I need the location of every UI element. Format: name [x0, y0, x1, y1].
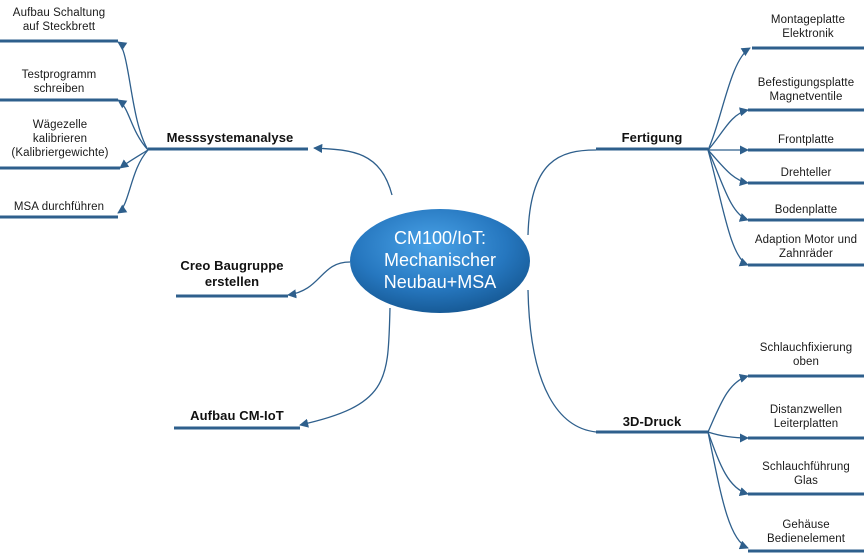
messsystem-child-3: Wägezelle kalibrieren (Kalibriergewichte… [0, 118, 120, 160]
central-topic-line1: CM100/IoT: [393, 228, 487, 248]
messsystem-child-1-line2: auf Steckbrett [22, 21, 96, 33]
central-topic-ellipse [350, 209, 530, 313]
fertigung-child-3-line1: Frontplatte [777, 134, 835, 146]
branch-creo-line1: Creo Baugruppe [180, 258, 284, 273]
druck-child-4: Gehäuse Bedienelement [748, 518, 864, 546]
fertigung-child-2-line2: Magnetventile [769, 91, 843, 103]
messsystem-child-2: Testprogramm schreiben [0, 68, 118, 96]
branch-fertigung: Fertigung [621, 130, 683, 145]
fertigung-child-2-line1: Befestigungsplatte [757, 77, 855, 89]
fertigung-child-1: Montageplatte Elektronik [752, 13, 864, 41]
fertigung-child-5-line1: Bodenplatte [774, 204, 838, 216]
connector-messsystem-child2 [117, 99, 149, 151]
connector-fertigung-child2 [707, 107, 749, 151]
druck-child-2: Distanzwellen Leiterplatten [748, 403, 864, 431]
fertigung-child-1-line1: Montageplatte [770, 14, 846, 26]
druck-child-3: Schlauchführung Glas [748, 460, 864, 488]
messsystem-child-2-line1: Testprogramm [21, 69, 97, 81]
druck-child-4-line2: Bedienelement [766, 533, 846, 545]
fertigung-child-5: Bodenplatte [748, 203, 864, 217]
connector-druck-child3 [707, 431, 749, 496]
messsystem-child-1: Aufbau Schaltung auf Steckbrett [0, 6, 118, 34]
branch-3d-druck: 3D-Druck [622, 414, 682, 429]
messsystem-child-1-line1: Aufbau Schaltung [12, 7, 106, 19]
messsystem-child-3-line3: (Kalibriergewichte) [11, 147, 109, 159]
central-topic: CM100/IoT: Mechanischer Neubau+MSA [350, 212, 530, 308]
connector-center-druck [527, 289, 597, 433]
druck-child-2-line2: Leiterplatten [773, 418, 839, 430]
druck-child-4-line1: Gehäuse [782, 519, 830, 531]
central-topic-line3: Neubau+MSA [383, 272, 497, 292]
fertigung-child-2: Befestigungsplatte Magnetventile [748, 76, 864, 104]
messsystem-child-4-line1: MSA durchführen [13, 201, 105, 213]
fertigung-child-6-line1: Adaption Motor und [754, 234, 858, 246]
connector-center-aufbau [299, 307, 391, 428]
druck-child-3-line2: Glas [793, 475, 819, 487]
branch-creo-baugruppe: Creo Baugruppe erstellen [176, 258, 288, 290]
fertigung-child-4: Drehteller [748, 166, 864, 180]
messsystem-child-4: MSA durchführen [0, 200, 118, 214]
connector-fertigung-child1 [707, 47, 751, 151]
druck-child-1-line2: oben [793, 356, 819, 368]
connector-fertigung-child6 [707, 149, 749, 267]
fertigung-child-4-line1: Drehteller [780, 167, 832, 179]
connector-center-fertigung [527, 149, 597, 236]
connector-messsystem-child4 [117, 149, 149, 214]
druck-child-1: Schlauchfixierung oben [748, 341, 864, 369]
connector-fertigung-child4 [707, 149, 749, 186]
druck-child-3-line1: Schlauchführung [762, 461, 850, 473]
connectors [117, 41, 751, 550]
underlines [0, 39, 864, 553]
branch-messsystemanalyse: Messsystemanalyse [166, 130, 294, 145]
connector-center-messsystem [313, 143, 393, 196]
druck-child-2-line1: Distanzwellen [769, 404, 843, 416]
central-topic-line2: Mechanischer [383, 250, 497, 270]
messsystem-child-3-line1: Wägezelle [32, 119, 88, 131]
messsystem-child-3-line2: kalibrieren [32, 133, 88, 145]
messsystem-child-2-line2: schreiben [33, 83, 85, 95]
fertigung-child-6: Adaption Motor und Zahnräder [748, 233, 864, 261]
connector-center-creo [287, 261, 351, 299]
branch-creo-line2: erstellen [204, 274, 260, 289]
fertigung-child-6-line2: Zahnräder [779, 248, 833, 260]
connector-druck-child1 [707, 374, 749, 433]
connector-messsystem-child3 [119, 149, 149, 169]
connector-messsystem-child1 [117, 41, 149, 151]
druck-child-1-line1: Schlauchfixierung [759, 342, 853, 354]
branch-aufbau-cm-iot: Aufbau CM-IoT [190, 408, 284, 423]
connector-fertigung-child5 [707, 149, 749, 222]
fertigung-child-3: Frontplatte [748, 133, 864, 147]
connector-druck-child2 [707, 431, 749, 443]
connector-druck-child4 [707, 431, 749, 550]
fertigung-child-1-line2: Elektronik [782, 28, 834, 40]
